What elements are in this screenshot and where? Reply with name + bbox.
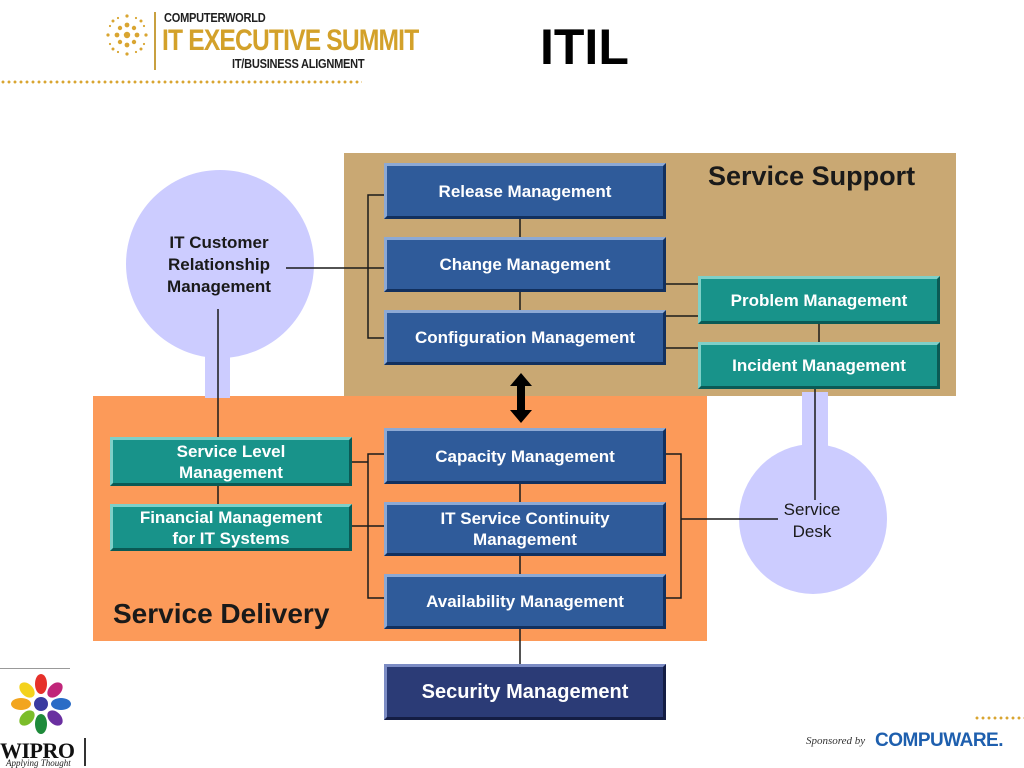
financial-management-box: Financial Management for IT Systems [110,504,352,551]
continuity-line1: IT Service Continuity [440,509,610,528]
capacity-management-box: Capacity Management [384,428,666,484]
brand-separator [154,12,156,70]
brand-alignment: IT/BUSINESS ALIGNMENT [232,56,365,71]
customer-relationship-label: IT Customer Relationship Management [140,232,298,298]
change-management-box: Change Management [384,237,666,292]
service-support-label: Service Support [708,161,916,191]
release-management-box: Release Management [384,163,666,219]
footer-dotted-divider [974,716,1024,720]
compuware-logo: COMPUWARE. [875,730,1004,751]
summit-logo-icon [106,14,148,56]
continuity-line2: Management [473,530,577,549]
financial-line2: for IT Systems [172,528,290,548]
service-delivery-label: Service Delivery [113,598,330,629]
service-desk-line1: Service [783,500,841,519]
wipro-top-rule [0,668,70,669]
configuration-management-box: Configuration Management [384,310,666,365]
financial-line1: Financial Management [139,507,323,527]
service-desk-stem [802,392,828,452]
sponsored-by-text: Sponsored by [806,735,866,747]
header-dotted-divider [0,80,362,84]
service-desk-label: Service Desk [762,499,862,543]
crm-label-line1: IT Customer [169,233,269,252]
wipro-logo-text: WIPRO [0,738,75,763]
service-desk-line2: Desk [792,522,832,541]
double-arrow-icon [510,373,532,423]
crm-label-line3: Management [167,277,271,296]
service-level-line2: Management [179,462,283,482]
service-level-line1: Service Level [176,441,286,461]
security-management-box: Security Management [384,664,666,720]
availability-management-box: Availability Management [384,574,666,629]
crm-label-line2: Relationship [167,255,270,274]
incident-management-box: Incident Management [698,342,940,389]
service-level-management-box: Service Level Management [110,437,352,486]
brand-computerworld: COMPUTERWORLD [164,10,266,25]
wipro-divider [84,738,86,766]
page-title: ITIL [540,19,629,75]
problem-management-box: Problem Management [698,276,940,324]
it-service-continuity-box: IT Service Continuity Management [384,502,666,556]
customer-relationship-circle [126,170,314,358]
wipro-flower-icon [11,674,71,734]
wipro-tagline: Applying Thought [6,758,71,768]
brand-summit: IT EXECUTIVE SUMMIT [162,24,419,57]
